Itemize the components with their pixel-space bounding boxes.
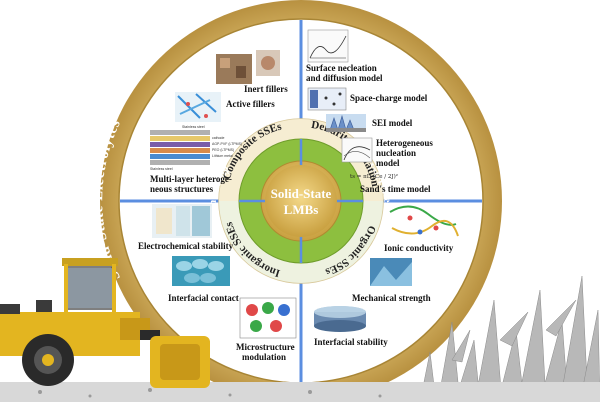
stack-label-1: Stainless steel (182, 125, 205, 129)
mechanical-strength-label: Mechanical strength (352, 293, 431, 303)
stack-label-2: cathode (212, 136, 225, 140)
stack-label-5: Lithium metal (212, 154, 233, 158)
sei-thumb (326, 114, 366, 132)
inert-fillers-label: Inert fillers (244, 84, 288, 94)
sands-time-label: Sand's time model (360, 184, 431, 194)
ionic-conductivity-thumb (389, 205, 459, 237)
stack-label-6: Stainless steel (150, 167, 173, 171)
interfacial-contact-thumb (172, 256, 230, 286)
center-title-line2: LMBs (284, 202, 319, 217)
surface-nucleation-label-line2: and diffusion model (306, 73, 383, 83)
heterogeneous-label-line1: Heterogeneous (376, 138, 433, 148)
surface-nucleation-thumb (307, 29, 349, 63)
stack-label-3: AGP-PVF (LTPMS) (212, 142, 242, 146)
interfacial-contact-label: Interfacial contact (168, 293, 239, 303)
active-fillers-label: Active fillers (226, 99, 275, 109)
heterogeneous-nucleation-thumb (341, 137, 373, 163)
multilayer-label-line1: Multi-layer heteroge- (150, 174, 232, 184)
center-title-line1: Solid-State (271, 186, 332, 201)
heterogeneous-label-line3: model (376, 158, 400, 168)
ionic-conductivity-label: Ionic conductivity (384, 243, 454, 253)
surface-nucleation-label-line1: Surface necleation (306, 63, 377, 73)
ground-gravel (38, 388, 382, 398)
sand-equation: ts = πD (Ce / 2J)² (350, 173, 398, 180)
road-roller (0, 258, 210, 388)
ground-strip (0, 382, 600, 402)
multilayer-thumb: Stainless steel cathode AGP-PVF (LTPMS) … (150, 125, 242, 171)
mechanical-strength-thumb (370, 258, 412, 286)
space-charge-thumb (307, 87, 347, 111)
sei-label: SEI model (372, 118, 413, 128)
inert-fillers-thumb (216, 50, 280, 84)
heterogeneous-label-line2: nucleation (376, 148, 416, 158)
microstructure-label-line2: modulation (242, 352, 286, 362)
multilayer-label-line2: neous structures (150, 184, 214, 194)
microstructure-label-line1: Microstructure (236, 342, 295, 352)
electrochemical-stability-label: Electrochemical stability (138, 241, 234, 251)
stack-label-4: PEO (LTPMS) (212, 148, 234, 152)
space-charge-label: Space-charge model (350, 93, 428, 103)
center-disc-top (265, 165, 337, 237)
electrochemical-stability-thumb (152, 204, 212, 238)
interfacial-stability-label: Interfacial stability (314, 337, 388, 347)
active-fillers-thumb (175, 92, 221, 122)
interfacial-stability-thumb (314, 306, 366, 332)
microstructure-thumb (239, 297, 297, 339)
